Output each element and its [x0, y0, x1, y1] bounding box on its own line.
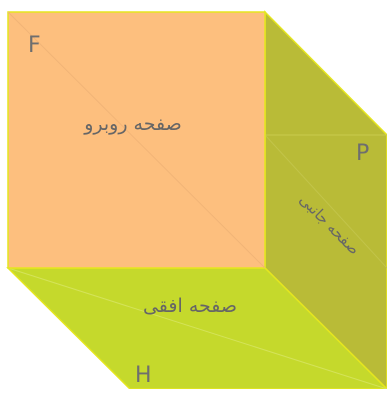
side-plane-diagonal — [264, 134, 387, 269]
side-plane-letter: P — [356, 141, 369, 166]
front-plane-diagonal — [7, 11, 266, 269]
front-plane-label: صفحه روبرو — [83, 113, 182, 135]
horizontal-plane-diagonal — [7, 267, 387, 390]
front-plane-letter: F — [28, 33, 41, 58]
horizontal-plane-letter: H — [135, 363, 152, 388]
horizontal-plane-label: صفحه افقی — [143, 295, 237, 317]
